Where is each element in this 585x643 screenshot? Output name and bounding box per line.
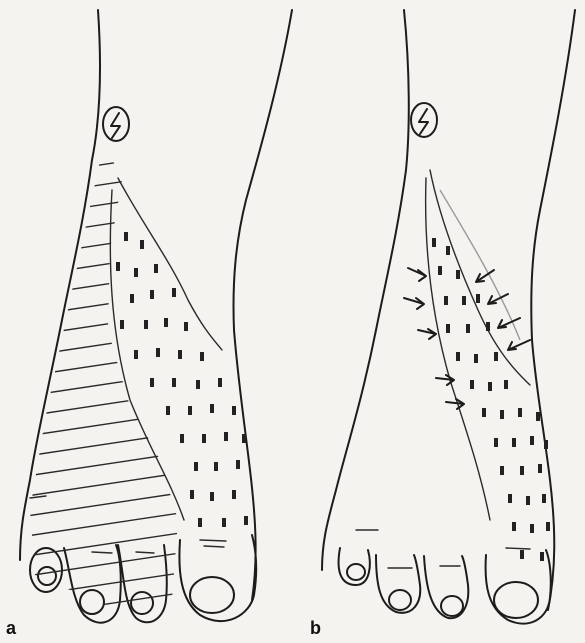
panel-a-foot	[0, 10, 292, 640]
panel-b-foot	[322, 10, 575, 624]
dotted-region-a	[116, 232, 248, 527]
panel-label-a: a	[6, 618, 16, 639]
lightning-bolt-icon	[103, 107, 129, 141]
arrow-icons-b	[404, 268, 530, 409]
lightning-bolt-icon	[411, 103, 437, 137]
panel-label-b: b	[310, 618, 321, 639]
